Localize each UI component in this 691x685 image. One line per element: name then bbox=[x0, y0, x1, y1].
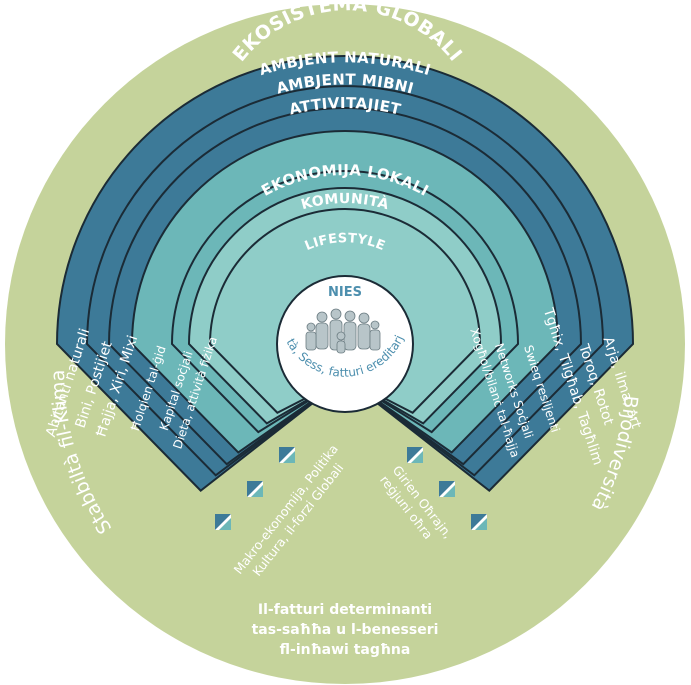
diagonal-double-arrow-icon bbox=[407, 447, 423, 463]
ring-title-5: KOMUNITÀ bbox=[299, 191, 390, 213]
diagonal-double-arrow-icon bbox=[247, 481, 263, 497]
diagonal-double-arrow-icon bbox=[279, 447, 295, 463]
center-title: NIES bbox=[328, 285, 362, 300]
diagonal-double-arrow-icon bbox=[439, 481, 455, 497]
diagonal-double-arrow-icon bbox=[215, 514, 231, 530]
ring-title-6: LIFESTYLE bbox=[303, 231, 387, 254]
footer-line-1: Il-fatturi determinanti bbox=[258, 602, 432, 618]
footer-line-2: tas-saħħa u l-benesseri bbox=[252, 622, 439, 638]
people-group-icon bbox=[305, 308, 381, 354]
footer-line-3: fl-inħawi tagħna bbox=[280, 642, 411, 658]
arrow-group bbox=[215, 447, 487, 530]
diagonal-double-arrow-icon bbox=[471, 514, 487, 530]
